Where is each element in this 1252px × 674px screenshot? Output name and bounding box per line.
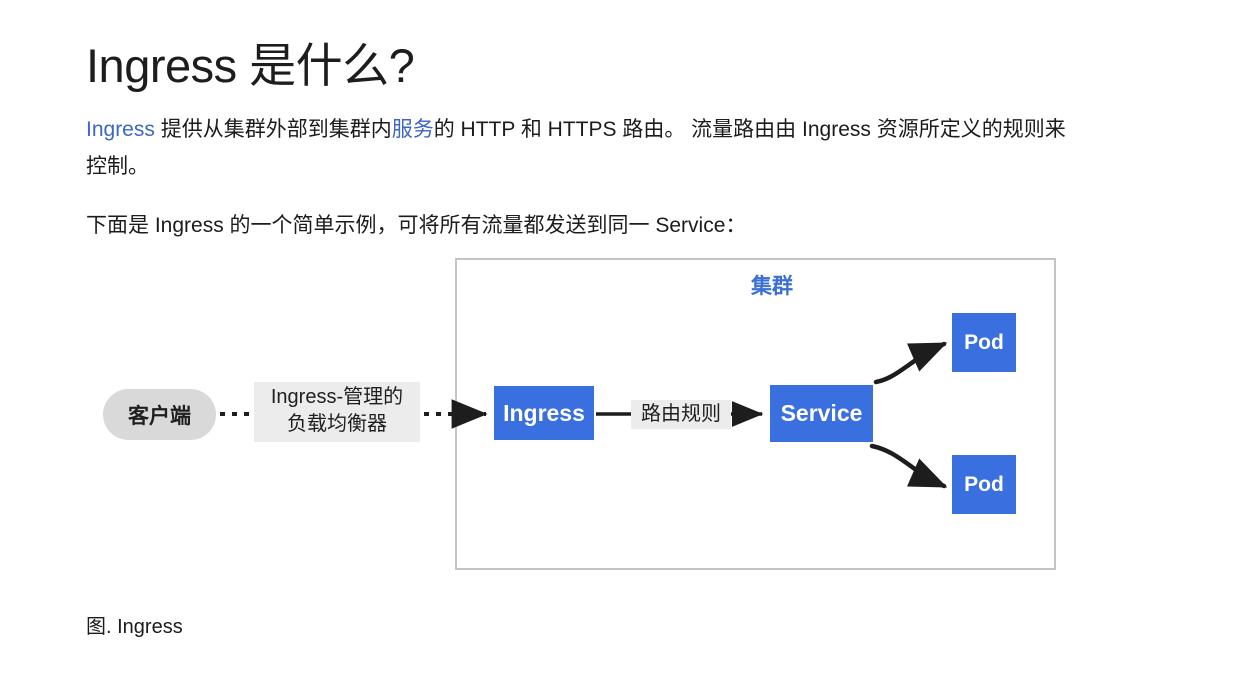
cluster-label: 集群: [751, 275, 793, 298]
load-balancer-edge-label: Ingress-管理的 负载均衡器: [254, 382, 420, 442]
ingress-link[interactable]: Ingress: [86, 118, 155, 141]
ingress-diagram: 集群 客户端 Ingress-管理的 负载均衡器: [0, 250, 1120, 590]
example-paragraph: 下面是 Ingress 的一个简单示例，可将所有流量都发送到同一 Service…: [86, 214, 747, 237]
routing-rules-edge-label: 路由规则: [631, 400, 731, 429]
service-node: Service: [770, 385, 873, 442]
client-node: 客户端: [103, 389, 216, 440]
intro-segment-1: 提供从集群外部到集群内: [154, 118, 392, 141]
page-title: Ingress 是什么?: [86, 39, 415, 93]
service-link[interactable]: 服务: [391, 118, 434, 141]
load-balancer-label-line-2: 负载均衡器: [287, 413, 387, 435]
intro-segment-2: 的 HTTP 和 HTTPS 路由。 流量路由由 Ingress 资源所定义的规…: [86, 118, 1066, 178]
edge-service-to-pod-bottom: [869, 443, 948, 489]
figure-caption: 图. Ingress: [86, 616, 183, 638]
intro-paragraph: Ingress 提供从集群外部到集群内服务的 HTTP 和 HTTPS 路由。 …: [86, 111, 1066, 185]
ingress-node: Ingress: [494, 386, 594, 440]
load-balancer-label-line-1: Ingress-管理的: [270, 386, 404, 408]
edge-service-to-pod-top: [873, 341, 948, 385]
pod-node-bottom: Pod: [952, 455, 1016, 514]
pod-node-top: Pod: [952, 313, 1016, 372]
